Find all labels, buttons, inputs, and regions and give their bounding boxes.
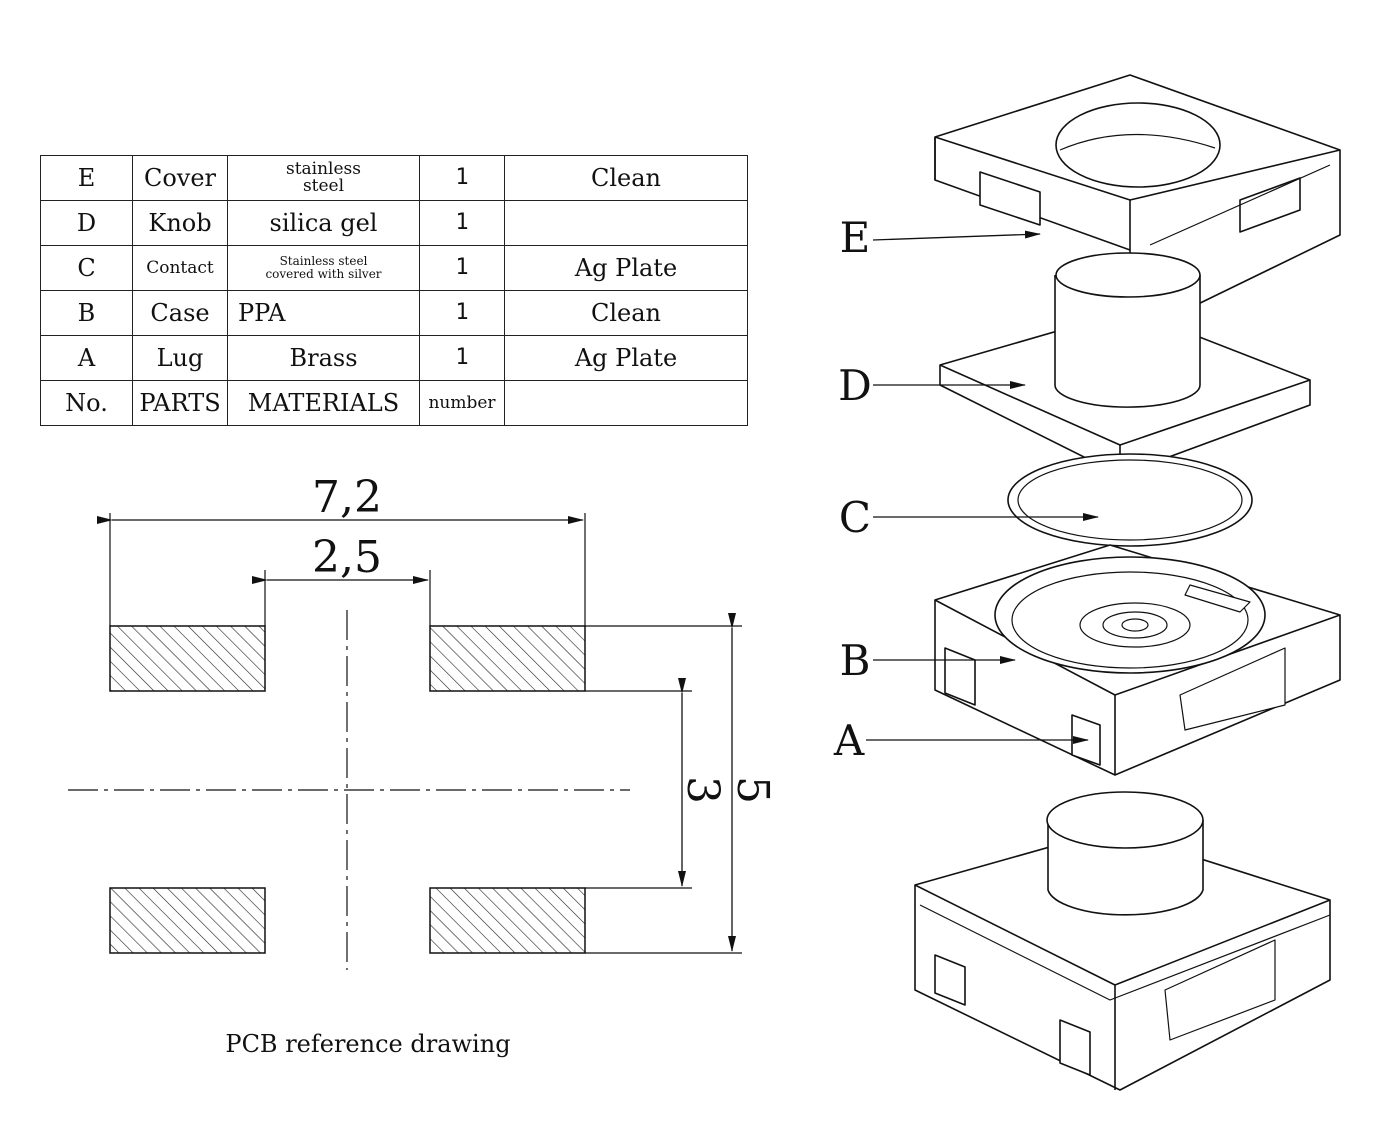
table-row: D Knob silica gel 1 (40, 200, 748, 246)
callout-label-b: B (840, 636, 871, 685)
table-row: A Lug Brass 1 Ag Plate (40, 335, 748, 381)
pcb-drawing (68, 513, 742, 970)
callout-leader-e (872, 230, 1041, 241)
part-material: Stainless steel covered with silver (227, 245, 420, 291)
part-finish: Clean (504, 290, 748, 336)
callout-label-a: A (833, 716, 865, 765)
header-no: No. (40, 380, 133, 426)
part-number: 1 (419, 245, 505, 291)
header-finish (504, 380, 748, 426)
part-case (934, 544, 1341, 776)
assembled-switch (914, 791, 1331, 1091)
part-no: E (40, 155, 133, 201)
part-finish: Clean (504, 155, 748, 201)
part-number: 1 (419, 200, 505, 246)
callout-label-c: C (839, 493, 871, 542)
part-no: C (40, 245, 133, 291)
table-row: E Cover stainless steel 1 Clean (40, 155, 748, 201)
callout-label-d: D (838, 361, 872, 410)
part-no: A (40, 335, 133, 381)
part-knob (939, 252, 1311, 476)
header-number: number (419, 380, 505, 426)
pcb-pad (429, 887, 586, 954)
material-line: stainless (285, 159, 362, 179)
part-material: silica gel (227, 200, 420, 246)
table-row: B Case PPA 1 Clean (40, 290, 748, 336)
material-line: covered with silver (265, 267, 382, 281)
part-no: D (40, 200, 133, 246)
dim-label-inner: 2,5 (312, 532, 382, 583)
pcb-pad (429, 625, 586, 692)
part-name: Lug (132, 335, 228, 381)
table-header-row: No. PARTS MATERIALS number (40, 380, 748, 426)
part-name: Contact (132, 245, 228, 291)
dim-label-outer: 7,2 (312, 472, 382, 523)
material-line: Stainless steel (279, 254, 368, 269)
part-material: Brass (227, 335, 420, 381)
exploded-view (914, 74, 1341, 1091)
part-finish (504, 200, 748, 246)
part-finish: Ag Plate (504, 335, 748, 381)
material-line: steel (302, 176, 345, 196)
header-materials: MATERIALS (227, 380, 420, 426)
part-name: Case (132, 290, 228, 336)
dim-label-pitch: 3 (677, 776, 728, 804)
pcb-pad (109, 625, 266, 692)
part-cover (934, 74, 1341, 326)
table-row: C Contact Stainless steel covered with s… (40, 245, 748, 291)
dim-label-height: 5 (727, 776, 778, 804)
part-contact (1007, 453, 1253, 547)
pcb-caption: PCB reference drawing (225, 1030, 510, 1058)
part-no: B (40, 290, 133, 336)
callout-label-e: E (840, 213, 871, 262)
parts-table: E Cover stainless steel 1 Clean D Knob s… (40, 155, 748, 426)
part-name: Cover (132, 155, 228, 201)
pcb-pad (109, 887, 266, 954)
